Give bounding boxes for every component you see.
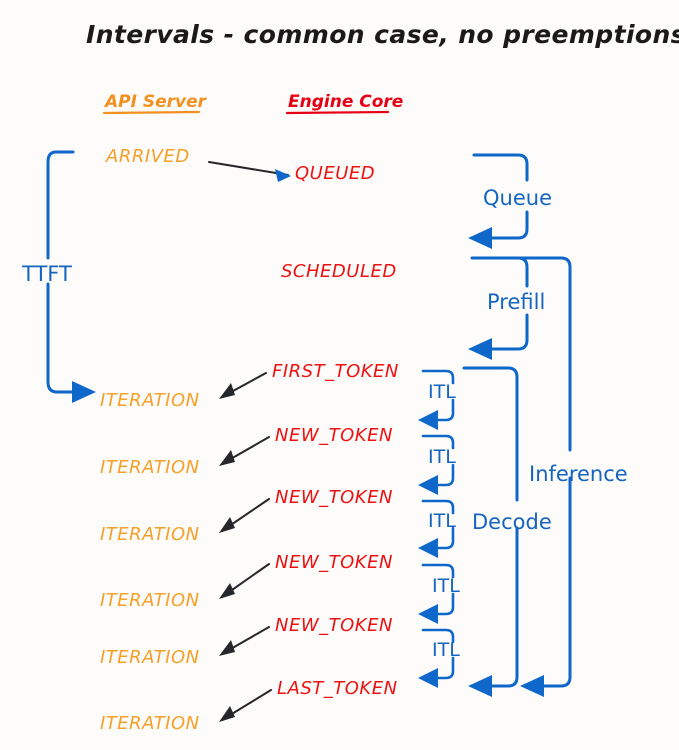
arrow-last-token-to-iteration-6 (219, 689, 272, 722)
column-header-api-server: API Server (103, 92, 208, 112)
arrow-new-token-to-iteration-2 (219, 436, 270, 466)
arrow-new-token-to-iteration-5 (219, 626, 270, 656)
api-event-iteration-2: ITERATION (100, 457, 200, 478)
api-event-iteration-6: ITERATION (100, 713, 200, 734)
arrow-first-token-to-iteration-1 (219, 372, 267, 399)
interval-label-prefill: Prefill (487, 290, 545, 314)
page-title: Intervals - common case, no preemptions (86, 20, 679, 49)
engine-event-last-token: LAST_TOKEN (277, 678, 398, 699)
interval-bracket-ttft (46, 150, 96, 403)
interval-bracket-itl-1 (418, 369, 455, 430)
api-event-iteration-4: ITERATION (100, 590, 200, 611)
arrow-new-token-to-iteration-3 (219, 498, 270, 533)
interval-bracket-queue (468, 153, 529, 249)
interval-label-itl-1: ITL (428, 381, 456, 403)
interval-bracket-itl-2 (418, 434, 455, 495)
interval-label-itl-5: ITL (432, 639, 460, 661)
engine-event-new-token-1: NEW_TOKEN (275, 425, 393, 446)
interval-label-decode: Decode (472, 510, 552, 534)
engine-event-new-token-4: NEW_TOKEN (275, 615, 393, 636)
arrow-new-token-to-iteration-4 (219, 563, 270, 599)
engine-event-first-token: FIRST_TOKEN (272, 361, 399, 382)
interval-label-inference: Inference (529, 462, 628, 486)
interval-bracket-inference (516, 256, 572, 697)
interval-bracket-decode (462, 366, 519, 697)
interval-label-ttft: TTFT (21, 262, 72, 286)
api-event-iteration-5: ITERATION (100, 647, 200, 668)
engine-event-new-token-3: NEW_TOKEN (275, 552, 393, 573)
interval-label-itl-4: ITL (432, 575, 460, 597)
api-event-iteration-1: ITERATION (100, 390, 200, 411)
interval-label-queue: Queue (483, 186, 552, 210)
interval-bracket-itl-5 (418, 628, 455, 688)
api-server-underline (102, 110, 201, 115)
engine-event-queued: QUEUED (295, 163, 375, 184)
interval-label-itl-3: ITL (428, 510, 456, 532)
engine-event-scheduled: SCHEDULED (281, 261, 397, 282)
api-event-iteration-3: ITERATION (100, 524, 200, 545)
api-event-arrived: ARRIVED (105, 146, 190, 167)
interval-bracket-itl-4 (418, 563, 455, 624)
engine-core-underline (285, 110, 390, 115)
arrow-arrived-to-queued (208, 161, 291, 182)
interval-bracket-itl-3 (418, 499, 455, 558)
engine-event-new-token-2: NEW_TOKEN (275, 487, 393, 508)
column-header-engine-core: Engine Core (288, 92, 403, 112)
interval-label-itl-2: ITL (428, 446, 456, 468)
